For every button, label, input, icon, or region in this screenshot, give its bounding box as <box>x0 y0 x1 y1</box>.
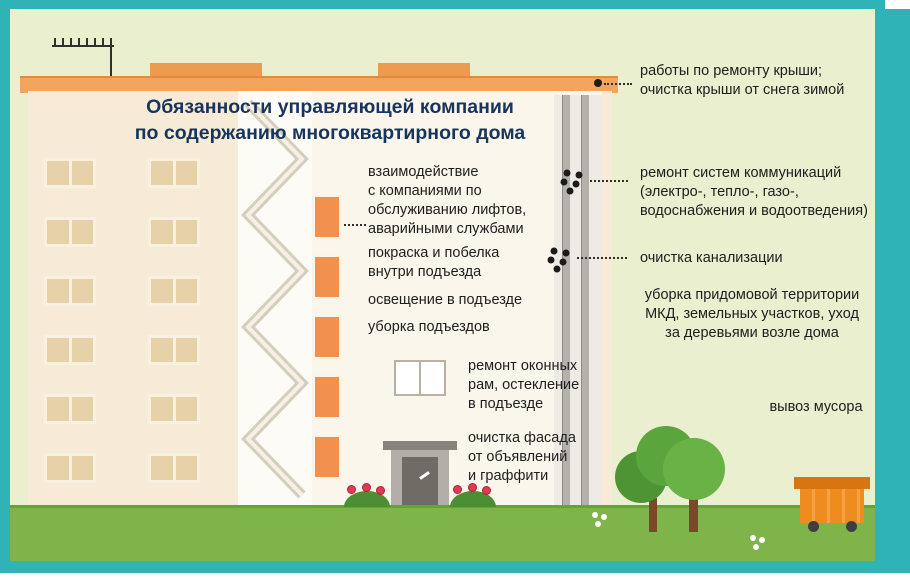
window-frame-icon <box>394 360 446 396</box>
building-window <box>148 394 200 424</box>
label-lift-service: взаимодействие с компаниями по обслужива… <box>368 164 527 237</box>
building-window <box>44 276 96 306</box>
building-window <box>148 217 200 247</box>
flower-bed-icon <box>344 483 390 507</box>
label-sewer-cleaning: очистка канализации <box>640 250 783 266</box>
leader-line <box>344 224 366 226</box>
flower-icon <box>376 486 385 495</box>
roof-callout-dot <box>594 79 602 87</box>
tree-trunk <box>649 498 657 532</box>
building-window <box>148 276 200 306</box>
white-flower-icon <box>592 512 598 518</box>
label-territory-cleaning: уборка придомовой территории МКД, земель… <box>644 287 860 341</box>
utility-pipe <box>562 95 570 505</box>
label-stair-cleaning: уборка подъездов <box>368 319 490 335</box>
frame-left <box>0 0 10 573</box>
building-window <box>44 335 96 365</box>
stair-door-icon <box>312 314 342 360</box>
leader-line <box>604 83 632 85</box>
page-title: Обязанности управляющей компании по соде… <box>134 96 526 144</box>
dumpster-lid <box>794 477 870 489</box>
label-window-repair: ремонт оконных рам, остекление в подъезд… <box>468 358 580 412</box>
stair-door-icon <box>312 434 342 480</box>
utility-pipe <box>581 95 589 505</box>
tree-icon <box>663 438 725 500</box>
dumpster-wheel <box>846 521 857 532</box>
building-window <box>148 453 200 483</box>
leader-line <box>577 257 627 259</box>
grass <box>10 505 875 561</box>
building-window <box>148 335 200 365</box>
label-communications-repair: ремонт систем коммуникаций (электро-, те… <box>640 165 868 219</box>
building-window <box>148 158 200 188</box>
flower-bed-icon <box>450 483 496 507</box>
tree-trunk <box>689 498 698 532</box>
stair-door-icon <box>312 194 342 240</box>
label-stair-lighting: освещение в подъезде <box>368 292 523 308</box>
flower-icon <box>453 485 462 494</box>
flower-icon <box>482 486 491 495</box>
frame-bottom <box>10 561 875 573</box>
label-facade-cleaning: очистка фасада от объявлений и граффити <box>468 430 576 484</box>
entrance-door-icon <box>402 457 438 505</box>
staircase-icon <box>241 99 309 499</box>
building-window <box>44 217 96 247</box>
stair-door-icon <box>312 374 342 420</box>
stair-door-icon <box>312 254 342 300</box>
building-window <box>44 453 96 483</box>
label-painting-whitewash: покраска и побелка внутри подъезда <box>368 245 500 280</box>
roof-block <box>150 63 262 77</box>
roof <box>20 76 618 93</box>
flower-icon <box>362 483 371 492</box>
building-window <box>44 394 96 424</box>
building-window <box>44 158 96 188</box>
flower-icon <box>347 485 356 494</box>
label-roof-repair: работы по ремонту крыши; очистка крыши о… <box>640 63 845 98</box>
entrance-canopy <box>383 441 457 450</box>
valve-dots-icon <box>560 169 583 195</box>
leader-line <box>590 180 628 182</box>
dumpster-icon <box>800 489 864 523</box>
frame-right <box>875 9 910 573</box>
flower-icon <box>468 483 477 492</box>
valve-dots-icon <box>547 247 570 273</box>
dumpster-wheel <box>808 521 819 532</box>
white-flower-icon <box>750 535 756 541</box>
label-garbage-removal: вывоз мусора <box>769 399 863 415</box>
antenna-icon <box>52 38 114 78</box>
roof-block <box>378 63 470 77</box>
frame-top <box>0 0 885 9</box>
